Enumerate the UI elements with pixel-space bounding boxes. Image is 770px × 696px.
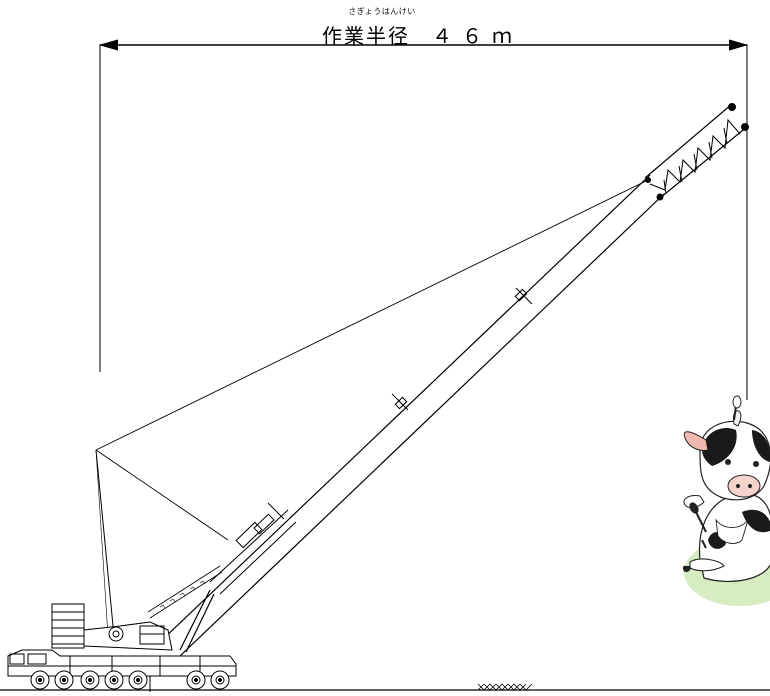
derrick-cylinder: [179, 589, 215, 653]
crane-boom: [159, 174, 665, 657]
crane-superstructure: [83, 621, 173, 651]
cow-mascot-illustration: [683, 395, 770, 606]
dimension-line: [98, 39, 749, 400]
crane-mast: [95, 449, 115, 637]
guy-line-upper: [95, 179, 649, 451]
radius-reading-label: さぎょうはんけい: [348, 7, 416, 16]
crane-carrier: [7, 649, 237, 692]
counterweight: [51, 603, 85, 649]
crane-wheels: [30, 670, 230, 690]
guy-line-lower: [95, 449, 229, 541]
crane-illustration: [0, 103, 770, 692]
crane-jib: [644, 103, 749, 201]
ground-hatch: [477, 683, 533, 691]
boom-label-plate: [147, 565, 223, 619]
